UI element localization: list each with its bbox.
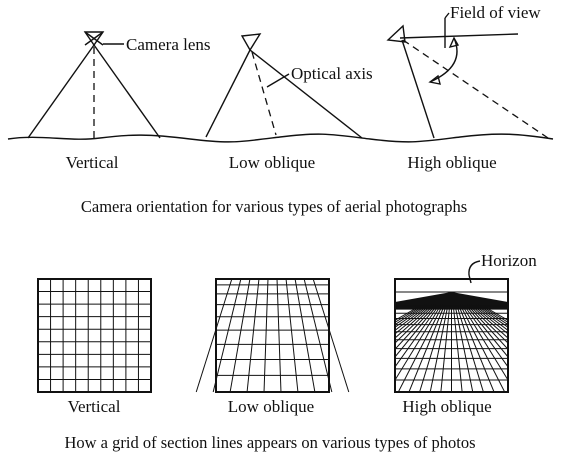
grid-line xyxy=(472,304,508,335)
bottom-label-low-oblique: Low oblique xyxy=(228,397,314,416)
grid-line xyxy=(395,304,435,344)
bottom-label-vertical: Vertical xyxy=(68,397,121,416)
field-of-view-callout: Field of view xyxy=(450,3,541,22)
grid-line xyxy=(246,278,260,393)
high-oblique-camera xyxy=(386,12,549,139)
grid-line xyxy=(312,278,350,393)
optical-axis-line xyxy=(251,51,277,136)
grid-line xyxy=(276,278,282,393)
camera-lens-icon xyxy=(386,24,406,43)
bottom-caption: How a grid of section lines appears on v… xyxy=(64,433,475,452)
top-label-vertical: Vertical xyxy=(66,153,119,172)
grid-line xyxy=(481,304,508,321)
optical-axis-callout: Optical axis xyxy=(291,64,373,83)
low-oblique-camera xyxy=(205,33,363,139)
vertical-camera xyxy=(27,31,161,139)
horizon-pointer xyxy=(468,274,472,284)
grid-line xyxy=(395,304,422,321)
photo-frame xyxy=(394,278,509,393)
grid-line xyxy=(294,278,316,393)
grid-line xyxy=(395,304,424,323)
optical-axis-line xyxy=(402,39,549,139)
vertical-grid xyxy=(37,278,152,393)
grid-line xyxy=(470,304,508,339)
horizon-callout: Horizon xyxy=(481,251,537,270)
high-oblique-grid xyxy=(394,278,509,393)
perspective-lines xyxy=(395,292,508,392)
grid-line xyxy=(395,304,429,331)
grid-line xyxy=(477,304,508,326)
grid-line xyxy=(395,304,433,339)
grid-line xyxy=(468,304,508,344)
grid-appearance-panel: Horizon Vertical Low oblique High obliqu… xyxy=(37,251,537,452)
grid-line xyxy=(395,304,426,326)
top-label-high-oblique: High oblique xyxy=(407,153,496,172)
grid-line xyxy=(395,304,431,335)
grid-line xyxy=(195,278,233,393)
grid-line xyxy=(479,304,508,323)
grid-line xyxy=(229,278,251,393)
grid-line xyxy=(474,304,508,331)
camera-lens-icon xyxy=(240,33,262,52)
photo-frame xyxy=(37,278,152,393)
grid-line xyxy=(285,278,299,393)
ground-line xyxy=(7,133,554,143)
camera-lens-callout: Camera lens xyxy=(126,35,211,54)
bottom-label-high-oblique: High oblique xyxy=(402,397,491,416)
top-caption: Camera orientation for various types of … xyxy=(81,197,467,216)
grid-line xyxy=(395,304,428,328)
field-of-view-arc xyxy=(429,37,458,83)
grid-line xyxy=(475,304,508,328)
low-oblique-grid xyxy=(195,278,350,393)
grid-line xyxy=(303,278,333,393)
camera-orientation-panel: Camera lens Optical axis Field of view V… xyxy=(7,3,554,216)
grid-line xyxy=(212,278,242,393)
top-label-low-oblique: Low oblique xyxy=(229,153,315,172)
horizon-band xyxy=(395,292,508,309)
grid-line xyxy=(263,278,269,393)
photo-frame xyxy=(215,278,330,393)
camera-lens-icon xyxy=(83,31,105,47)
